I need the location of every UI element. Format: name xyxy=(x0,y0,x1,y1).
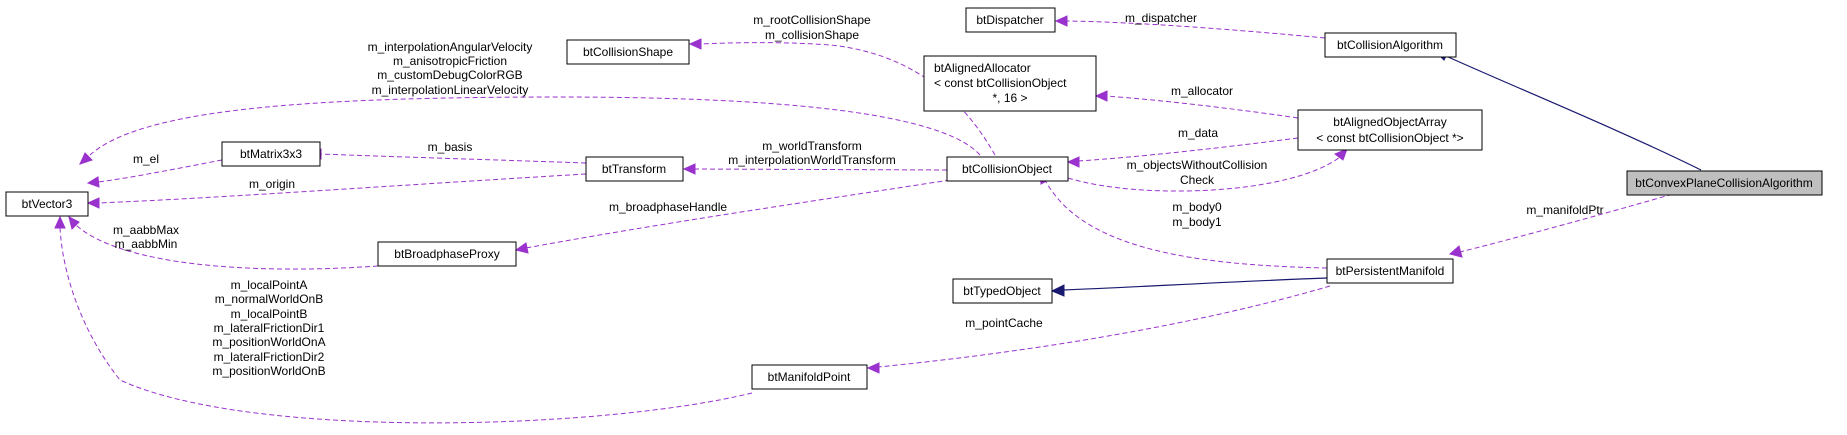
label-object-to-vector: m_interpolationAngularVelocity m_anisotr… xyxy=(368,40,533,97)
svg-text:m_aabbMax: m_aabbMax xyxy=(113,223,179,237)
svg-text:btCollisionObject: btCollisionObject xyxy=(962,162,1053,176)
node-bt-convex-plane-collision-algorithm[interactable]: btConvexPlaneCollisionAlgorithm xyxy=(1626,170,1823,196)
label-data: m_data xyxy=(1178,126,1218,140)
svg-text:m_aabbMin: m_aabbMin xyxy=(115,237,178,251)
svg-text:m_normalWorldOnB: m_normalWorldOnB xyxy=(215,292,323,306)
label-origin: m_origin xyxy=(249,177,295,191)
edge-object-to-vector xyxy=(79,96,981,165)
svg-text:m_localPointB: m_localPointB xyxy=(231,307,308,321)
svg-text:btCollisionAlgorithm: btCollisionAlgorithm xyxy=(1337,38,1443,52)
svg-text:btBroadphaseProxy: btBroadphaseProxy xyxy=(394,247,499,261)
edge-world-transform xyxy=(682,163,948,175)
node-bt-manifold-point[interactable]: btManifoldPoint xyxy=(751,364,868,390)
label-bodies: m_body0 m_body1 xyxy=(1172,200,1222,229)
svg-text:m_anisotropicFriction: m_anisotropicFriction xyxy=(393,54,507,68)
svg-text:m_positionWorldOnB: m_positionWorldOnB xyxy=(212,364,325,378)
svg-text:m_collisionShape: m_collisionShape xyxy=(765,28,859,42)
label-collision-shape: m_rootCollisionShape m_collisionShape xyxy=(753,13,871,42)
svg-text:m_interpolationWorldTransform: m_interpolationWorldTransform xyxy=(728,153,895,167)
label-el: m_el xyxy=(133,152,159,166)
svg-text:btCollisionShape: btCollisionShape xyxy=(583,45,673,59)
node-bt-transform[interactable]: btTransform xyxy=(585,156,684,182)
edge-broadphase-handle xyxy=(514,179,951,254)
node-bt-vector3[interactable]: btVector3 xyxy=(5,191,89,217)
label-manifold-point-vectors: m_localPointA m_normalWorldOnB m_localPo… xyxy=(212,278,325,378)
svg-text:btAlignedAllocator: btAlignedAllocator xyxy=(934,61,1031,75)
edge-data xyxy=(1066,137,1299,168)
svg-text:m_interpolationAngularVelocity: m_interpolationAngularVelocity xyxy=(368,40,533,54)
label-dispatcher: m_dispatcher xyxy=(1125,11,1197,25)
svg-text:*, 16 >: *, 16 > xyxy=(992,91,1027,105)
edge-objects-without-check xyxy=(1067,148,1348,192)
svg-text:m_body1: m_body1 xyxy=(1172,215,1222,229)
node-bt-collision-algorithm[interactable]: btCollisionAlgorithm xyxy=(1324,32,1457,58)
svg-text:m_positionWorldOnA: m_positionWorldOnA xyxy=(212,335,325,349)
label-manifold-ptr: m_manifoldPtr xyxy=(1526,203,1603,217)
edge-allocator xyxy=(1094,90,1299,119)
svg-text:m_rootCollisionShape: m_rootCollisionShape xyxy=(753,13,871,27)
svg-text:btTransform: btTransform xyxy=(602,162,666,176)
node-bt-persistent-manifold[interactable]: btPersistentManifold xyxy=(1326,258,1454,284)
svg-text:btManifoldPoint: btManifoldPoint xyxy=(768,370,851,384)
edge-point-cache xyxy=(866,285,1331,374)
svg-text:btVector3: btVector3 xyxy=(22,197,73,211)
svg-text:m_customDebugColorRGB: m_customDebugColorRGB xyxy=(377,68,522,82)
svg-text:btMatrix3x3: btMatrix3x3 xyxy=(240,147,302,161)
edge-aabb xyxy=(68,216,379,270)
svg-text:Check: Check xyxy=(1180,173,1215,187)
label-aabb: m_aabbMax m_aabbMin xyxy=(113,223,179,251)
node-bt-broadphase-proxy[interactable]: btBroadphaseProxy xyxy=(377,241,517,267)
label-point-cache: m_pointCache xyxy=(965,316,1043,330)
edge-manifold-point-vectors xyxy=(54,215,753,424)
edge-dispatcher xyxy=(1054,15,1326,39)
node-bt-aligned-allocator[interactable]: btAlignedAllocator < const btCollisionOb… xyxy=(923,55,1097,112)
edge-manifold-ptr xyxy=(1448,191,1681,258)
label-allocator: m_allocator xyxy=(1171,84,1233,98)
svg-text:btAlignedObjectArray: btAlignedObjectArray xyxy=(1333,115,1446,129)
node-bt-typed-object[interactable]: btTypedObject xyxy=(952,278,1053,304)
label-broadphase-handle: m_broadphaseHandle xyxy=(609,200,727,214)
svg-text:btDispatcher: btDispatcher xyxy=(976,13,1043,27)
label-objects-without-check: m_objectsWithoutCollision Check xyxy=(1127,158,1268,187)
svg-text:m_lateralFrictionDir1: m_lateralFrictionDir1 xyxy=(214,321,325,335)
svg-text:m_lateralFrictionDir2: m_lateralFrictionDir2 xyxy=(214,350,325,364)
node-bt-dispatcher[interactable]: btDispatcher xyxy=(965,7,1056,33)
svg-text:< const btCollisionObject *>: < const btCollisionObject *> xyxy=(1316,131,1463,145)
label-basis: m_basis xyxy=(428,140,473,154)
node-bt-aligned-object-array[interactable]: btAlignedObjectArray < const btCollision… xyxy=(1297,109,1483,151)
svg-text:m_localPointA: m_localPointA xyxy=(231,278,308,292)
label-world-transform: m_worldTransform m_interpolationWorldTra… xyxy=(728,139,895,167)
svg-text:btPersistentManifold: btPersistentManifold xyxy=(1336,264,1445,278)
svg-text:m_interpolationLinearVelocity: m_interpolationLinearVelocity xyxy=(372,83,529,97)
edge-origin xyxy=(86,173,587,209)
edge-collision-shape xyxy=(688,38,996,156)
edge-inherit-typed-object xyxy=(1050,277,1328,297)
svg-text:< const btCollisionObject: < const btCollisionObject xyxy=(934,76,1067,90)
edge-el xyxy=(86,159,223,188)
svg-text:m_body0: m_body0 xyxy=(1172,200,1222,214)
svg-text:m_worldTransform: m_worldTransform xyxy=(762,139,862,153)
node-bt-collision-shape[interactable]: btCollisionShape xyxy=(566,39,690,65)
node-bt-matrix3x3[interactable]: btMatrix3x3 xyxy=(221,141,321,167)
svg-text:m_objectsWithoutCollision: m_objectsWithoutCollision xyxy=(1127,158,1268,172)
svg-text:btConvexPlaneCollisionAlgorith: btConvexPlaneCollisionAlgorithm xyxy=(1635,176,1812,190)
node-bt-collision-object[interactable]: btCollisionObject xyxy=(946,156,1069,182)
svg-text:btTypedObject: btTypedObject xyxy=(963,284,1041,298)
